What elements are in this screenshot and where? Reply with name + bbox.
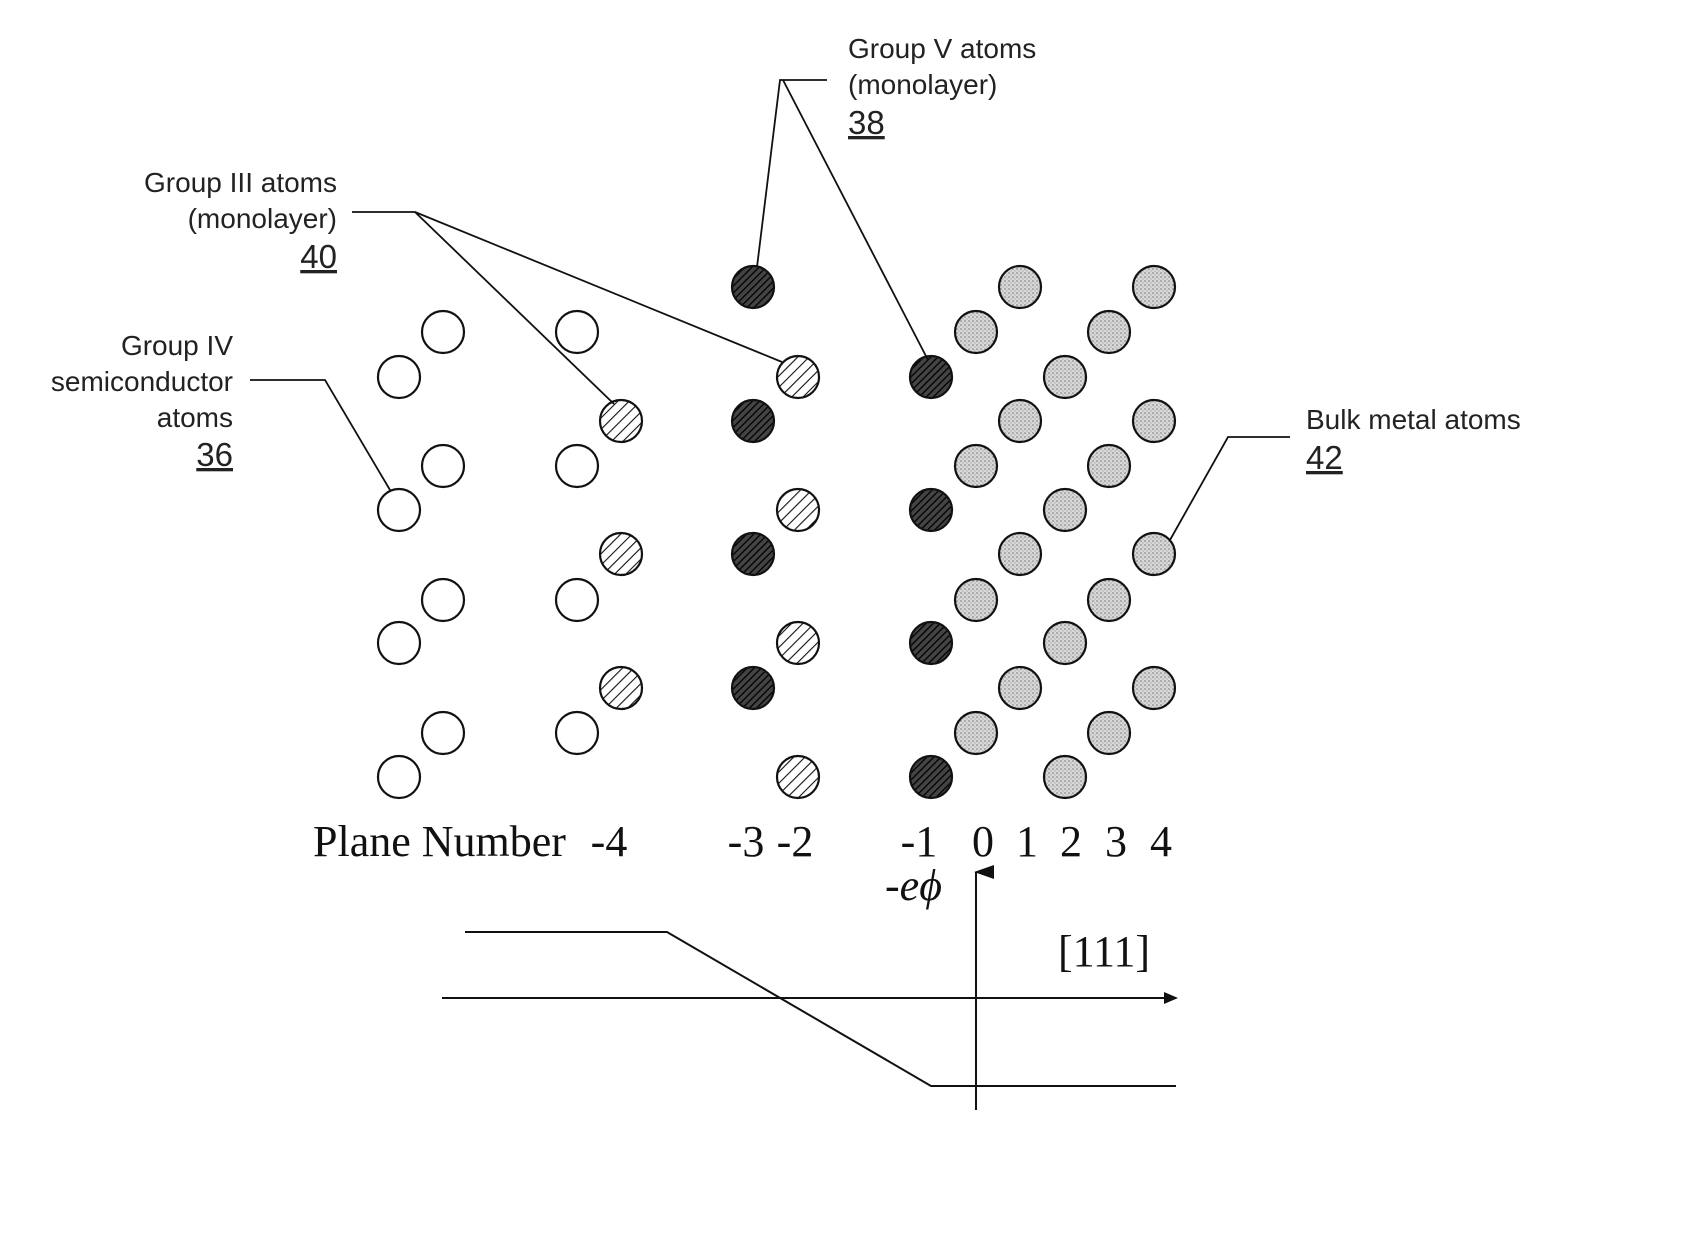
group-iv-atom — [378, 489, 420, 531]
plane-number-tick: 4 — [1150, 817, 1172, 866]
group-iii-atom — [777, 622, 819, 664]
group-iv-atom — [422, 712, 464, 754]
group-iv-atom — [556, 579, 598, 621]
bulk-metal-atom — [999, 400, 1041, 442]
group-iii-label: Group III atoms (monolayer) 40 — [144, 167, 337, 275]
bulk-metal-atom — [955, 311, 997, 353]
group-iii-leader-2 — [415, 212, 782, 362]
group-iii-atom — [777, 356, 819, 398]
bulk-metal-atom — [955, 712, 997, 754]
group-v-atom — [732, 667, 774, 709]
group-iv-atom — [378, 622, 420, 664]
group-iv-label-line1: Group IV — [121, 330, 233, 361]
plane-number-tick: -4 — [591, 817, 628, 866]
bulk-metal-atom — [1088, 712, 1130, 754]
plane-number-tick: 1 — [1016, 817, 1038, 866]
bulk-metal-leader — [1170, 437, 1290, 540]
group-v-ref: 38 — [848, 104, 885, 141]
direction-label: [111] — [1058, 927, 1150, 976]
group-iv-ref: 36 — [196, 436, 233, 473]
bulk-metal-atom — [1044, 756, 1086, 798]
group-v-atom — [910, 356, 952, 398]
plane-number-row: Plane Number -4 -3 -2 -1 0 1 2 3 4 — [313, 817, 1172, 866]
plane-number-tick: 3 — [1105, 817, 1127, 866]
group-v-atom — [732, 266, 774, 308]
bulk-metal-atom — [999, 266, 1041, 308]
plane-number-label: Plane Number — [313, 817, 566, 866]
group-iii-label-line2: (monolayer) — [188, 203, 337, 234]
bulk-metal-atom — [1044, 489, 1086, 531]
group-iv-atom — [422, 445, 464, 487]
group-iii-label-line1: Group III atoms — [144, 167, 337, 198]
group-v-atom — [732, 400, 774, 442]
group-v-atom — [910, 622, 952, 664]
group-v-leader — [757, 80, 827, 267]
plane-number-tick: -3 — [728, 817, 765, 866]
group-v-atom — [910, 756, 952, 798]
potential-diagram: -eϕ [111] — [442, 861, 1176, 1110]
bulk-metal-label: Bulk metal atoms 42 — [1306, 404, 1521, 476]
group-v-label-line1: Group V atoms — [848, 33, 1036, 64]
group-iii-atom — [600, 400, 642, 442]
group-iv-label-line3: atoms — [157, 402, 233, 433]
bulk-metal-atom — [999, 667, 1041, 709]
bulk-metal-label-line1: Bulk metal atoms — [1306, 404, 1521, 435]
group-iv-atom — [378, 756, 420, 798]
group-iv-atom — [422, 311, 464, 353]
leader-lines — [250, 80, 1290, 540]
group-v-label-line2: (monolayer) — [848, 69, 997, 100]
group-iv-atom — [422, 579, 464, 621]
group-v-atom — [910, 489, 952, 531]
bulk-metal-atoms — [955, 266, 1175, 798]
group-v-label: Group V atoms (monolayer) 38 — [848, 33, 1036, 141]
bulk-metal-atom — [1133, 667, 1175, 709]
group-iii-atom — [600, 667, 642, 709]
bulk-metal-atom — [955, 445, 997, 487]
bulk-metal-atom — [1133, 266, 1175, 308]
bulk-metal-atom — [1088, 311, 1130, 353]
group-iv-atom — [556, 712, 598, 754]
group-iv-atom — [556, 445, 598, 487]
bulk-metal-atom — [1088, 445, 1130, 487]
potential-label: -eϕ — [885, 861, 942, 910]
plane-number-tick: -1 — [901, 817, 938, 866]
group-iv-atoms — [378, 311, 598, 798]
group-iii-atom — [777, 489, 819, 531]
group-iv-atom — [378, 356, 420, 398]
plane-number-tick: -2 — [777, 817, 814, 866]
group-iv-label: Group IV semiconductor atoms 36 — [51, 330, 233, 473]
group-iii-atoms — [600, 356, 819, 798]
group-iv-leader — [250, 380, 390, 490]
group-iv-label-line2: semiconductor — [51, 366, 233, 397]
plane-number-tick: 0 — [972, 817, 994, 866]
group-iv-atom — [556, 311, 598, 353]
group-v-atoms — [732, 266, 952, 798]
bulk-metal-atom — [1044, 356, 1086, 398]
bulk-metal-atom — [1133, 400, 1175, 442]
bulk-metal-atom — [955, 579, 997, 621]
bulk-metal-atom — [1088, 579, 1130, 621]
bulk-metal-ref: 42 — [1306, 439, 1343, 476]
plane-number-tick: 2 — [1060, 817, 1082, 866]
group-iii-ref: 40 — [300, 238, 337, 275]
group-iii-atom — [777, 756, 819, 798]
group-iii-atom — [600, 533, 642, 575]
bulk-metal-atom — [1133, 533, 1175, 575]
group-v-atom — [732, 533, 774, 575]
bulk-metal-atom — [1044, 622, 1086, 664]
bulk-metal-atom — [999, 533, 1041, 575]
